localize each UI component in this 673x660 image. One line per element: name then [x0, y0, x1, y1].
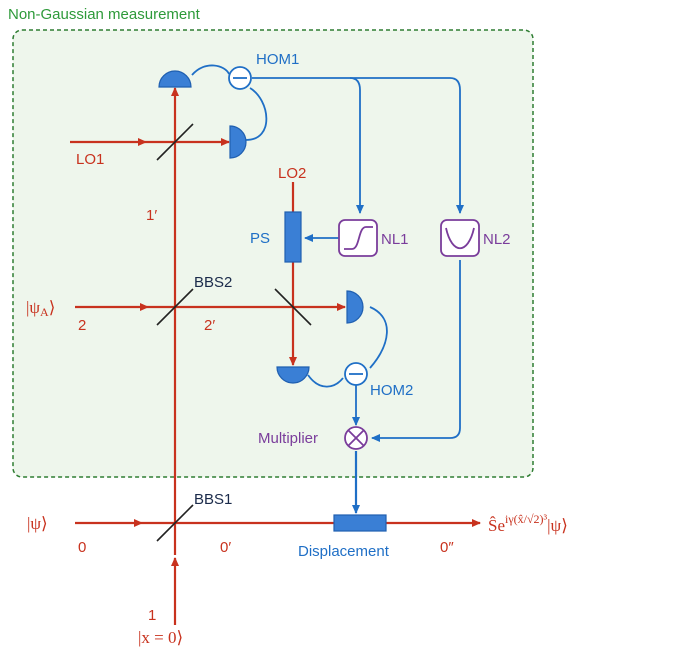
splitter-bbs1	[156, 504, 194, 542]
state-psi-a-sub: A	[40, 305, 49, 319]
state-output-psi: |ψ⟩	[547, 516, 568, 535]
otimes-icon	[347, 429, 365, 447]
state-output-operator: Ŝe	[488, 516, 505, 535]
sigmoid-curve-icon	[344, 226, 373, 250]
label-lo2: LO2	[278, 165, 306, 182]
phase-shifter	[284, 211, 302, 263]
state-psi-in: |ψ⟩	[27, 514, 48, 533]
label-displacement: Displacement	[298, 543, 390, 560]
state-output-exponent: iγ(x̂/√2)³	[505, 512, 548, 526]
hom2-lead-bottom	[307, 374, 344, 388]
mode-0-prime: 0′	[220, 539, 231, 556]
wire-to-nl2	[449, 77, 464, 214]
mode-2: 2	[78, 317, 86, 334]
state-psi-a-close: ⟩	[49, 298, 56, 317]
state-psi-a: |ψA⟩	[26, 298, 55, 319]
displacement-box	[333, 514, 387, 532]
label-nl1: NL1	[381, 231, 409, 248]
hom2-subtractor	[344, 362, 368, 386]
mode-0: 0	[78, 539, 86, 556]
state-output: Ŝeiγ(x̂/√2)³|ψ⟩	[488, 512, 568, 535]
hom1-subtractor	[228, 66, 252, 90]
wire-nl2-to-multiplier	[371, 260, 461, 442]
hom1-lead-top	[191, 64, 230, 76]
beam-splitters	[156, 123, 312, 542]
mode-0-double-prime: 0″	[440, 539, 454, 556]
label-hom2: HOM2	[370, 382, 413, 399]
half-disk-detector-icon	[158, 70, 192, 88]
state-psi-a-open: |ψ	[26, 298, 40, 317]
nl1-frame	[338, 219, 378, 257]
panel-title: Non-Gaussian measurement	[8, 6, 201, 23]
state-psi-in-text: |ψ⟩	[27, 514, 48, 533]
label-ps: PS	[250, 230, 270, 247]
label-nl2: NL2	[483, 231, 511, 248]
mode-1: 1	[148, 607, 156, 624]
optical-beams	[70, 87, 481, 625]
hom1-lead-bottom	[245, 87, 268, 141]
half-disk-detector-icon	[346, 290, 364, 324]
state-x0: |x = 0⟩	[138, 628, 183, 647]
label-multiplier: Multiplier	[258, 430, 318, 447]
mode-1-prime: 1′	[146, 207, 157, 224]
half-disk-detector-icon	[229, 125, 247, 159]
u-curve-icon	[445, 227, 475, 249]
nl2-box	[440, 219, 480, 257]
nl1-box	[338, 219, 378, 257]
label-hom1: HOM1	[256, 51, 299, 68]
detectors	[158, 70, 364, 384]
splitter-bbs2	[156, 288, 194, 326]
signal-wires	[191, 64, 464, 514]
mode-2-prime: 2′	[204, 317, 215, 334]
hom2-lead-top	[369, 306, 388, 369]
label-lo1: LO1	[76, 151, 104, 168]
label-bbs2: BBS2	[194, 274, 232, 291]
nl2-frame	[440, 219, 480, 257]
wire-to-nl1	[349, 77, 364, 214]
splitter-lo1	[156, 123, 194, 161]
half-disk-detector-icon	[276, 366, 310, 384]
multiplier-node	[344, 426, 368, 450]
label-bbs1: BBS1	[194, 491, 232, 508]
splitter-hom2	[274, 288, 312, 326]
